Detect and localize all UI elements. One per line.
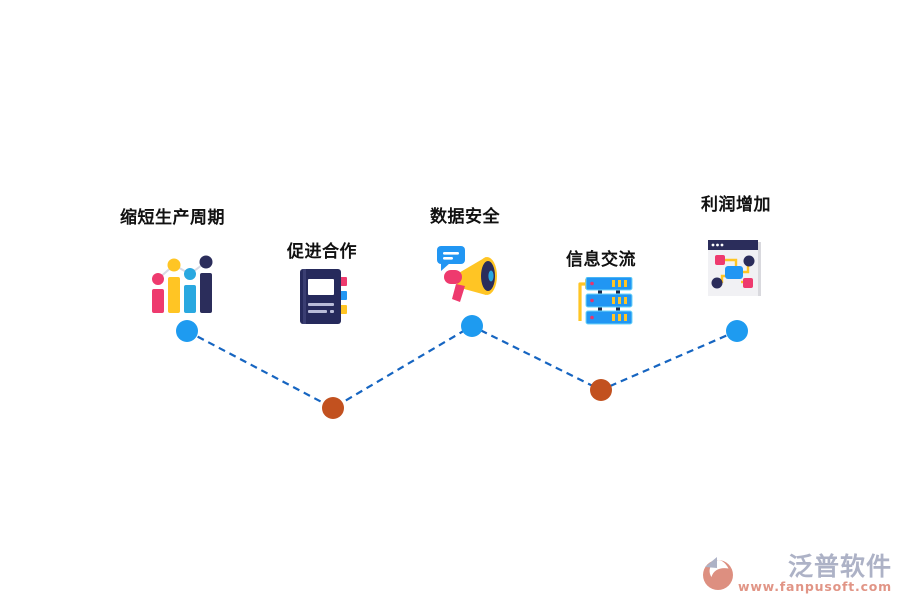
megaphone-icon	[431, 245, 503, 303]
bar-chart-icon	[150, 255, 216, 313]
item-label-data-security: 数据安全	[430, 207, 500, 227]
item-label-promote-cooperation: 促进合作	[287, 242, 357, 262]
milestone-node-1	[176, 320, 198, 342]
watermark: 泛普软件 www.fanpusoft.com	[700, 554, 892, 594]
milestone-node-2	[322, 397, 344, 419]
milestone-node-4	[590, 379, 612, 401]
notebook-icon	[299, 268, 349, 326]
watermark-url-text: www.fanpusoft.com	[737, 579, 892, 594]
item-label-profit-increase: 利润增加	[701, 195, 771, 215]
milestone-node-3	[461, 315, 483, 337]
fanpu-logo-icon	[700, 554, 736, 592]
watermark-brand-text: 泛普软件	[787, 552, 892, 581]
dashed-connector-line	[186, 324, 738, 410]
item-label-information-exchange: 信息交流	[566, 250, 636, 270]
flowchart-window-icon	[708, 238, 763, 298]
server-stack-icon	[570, 277, 634, 327]
item-label-shorten-production-cycle: 缩短生产周期	[120, 208, 225, 228]
milestone-node-5	[726, 320, 748, 342]
